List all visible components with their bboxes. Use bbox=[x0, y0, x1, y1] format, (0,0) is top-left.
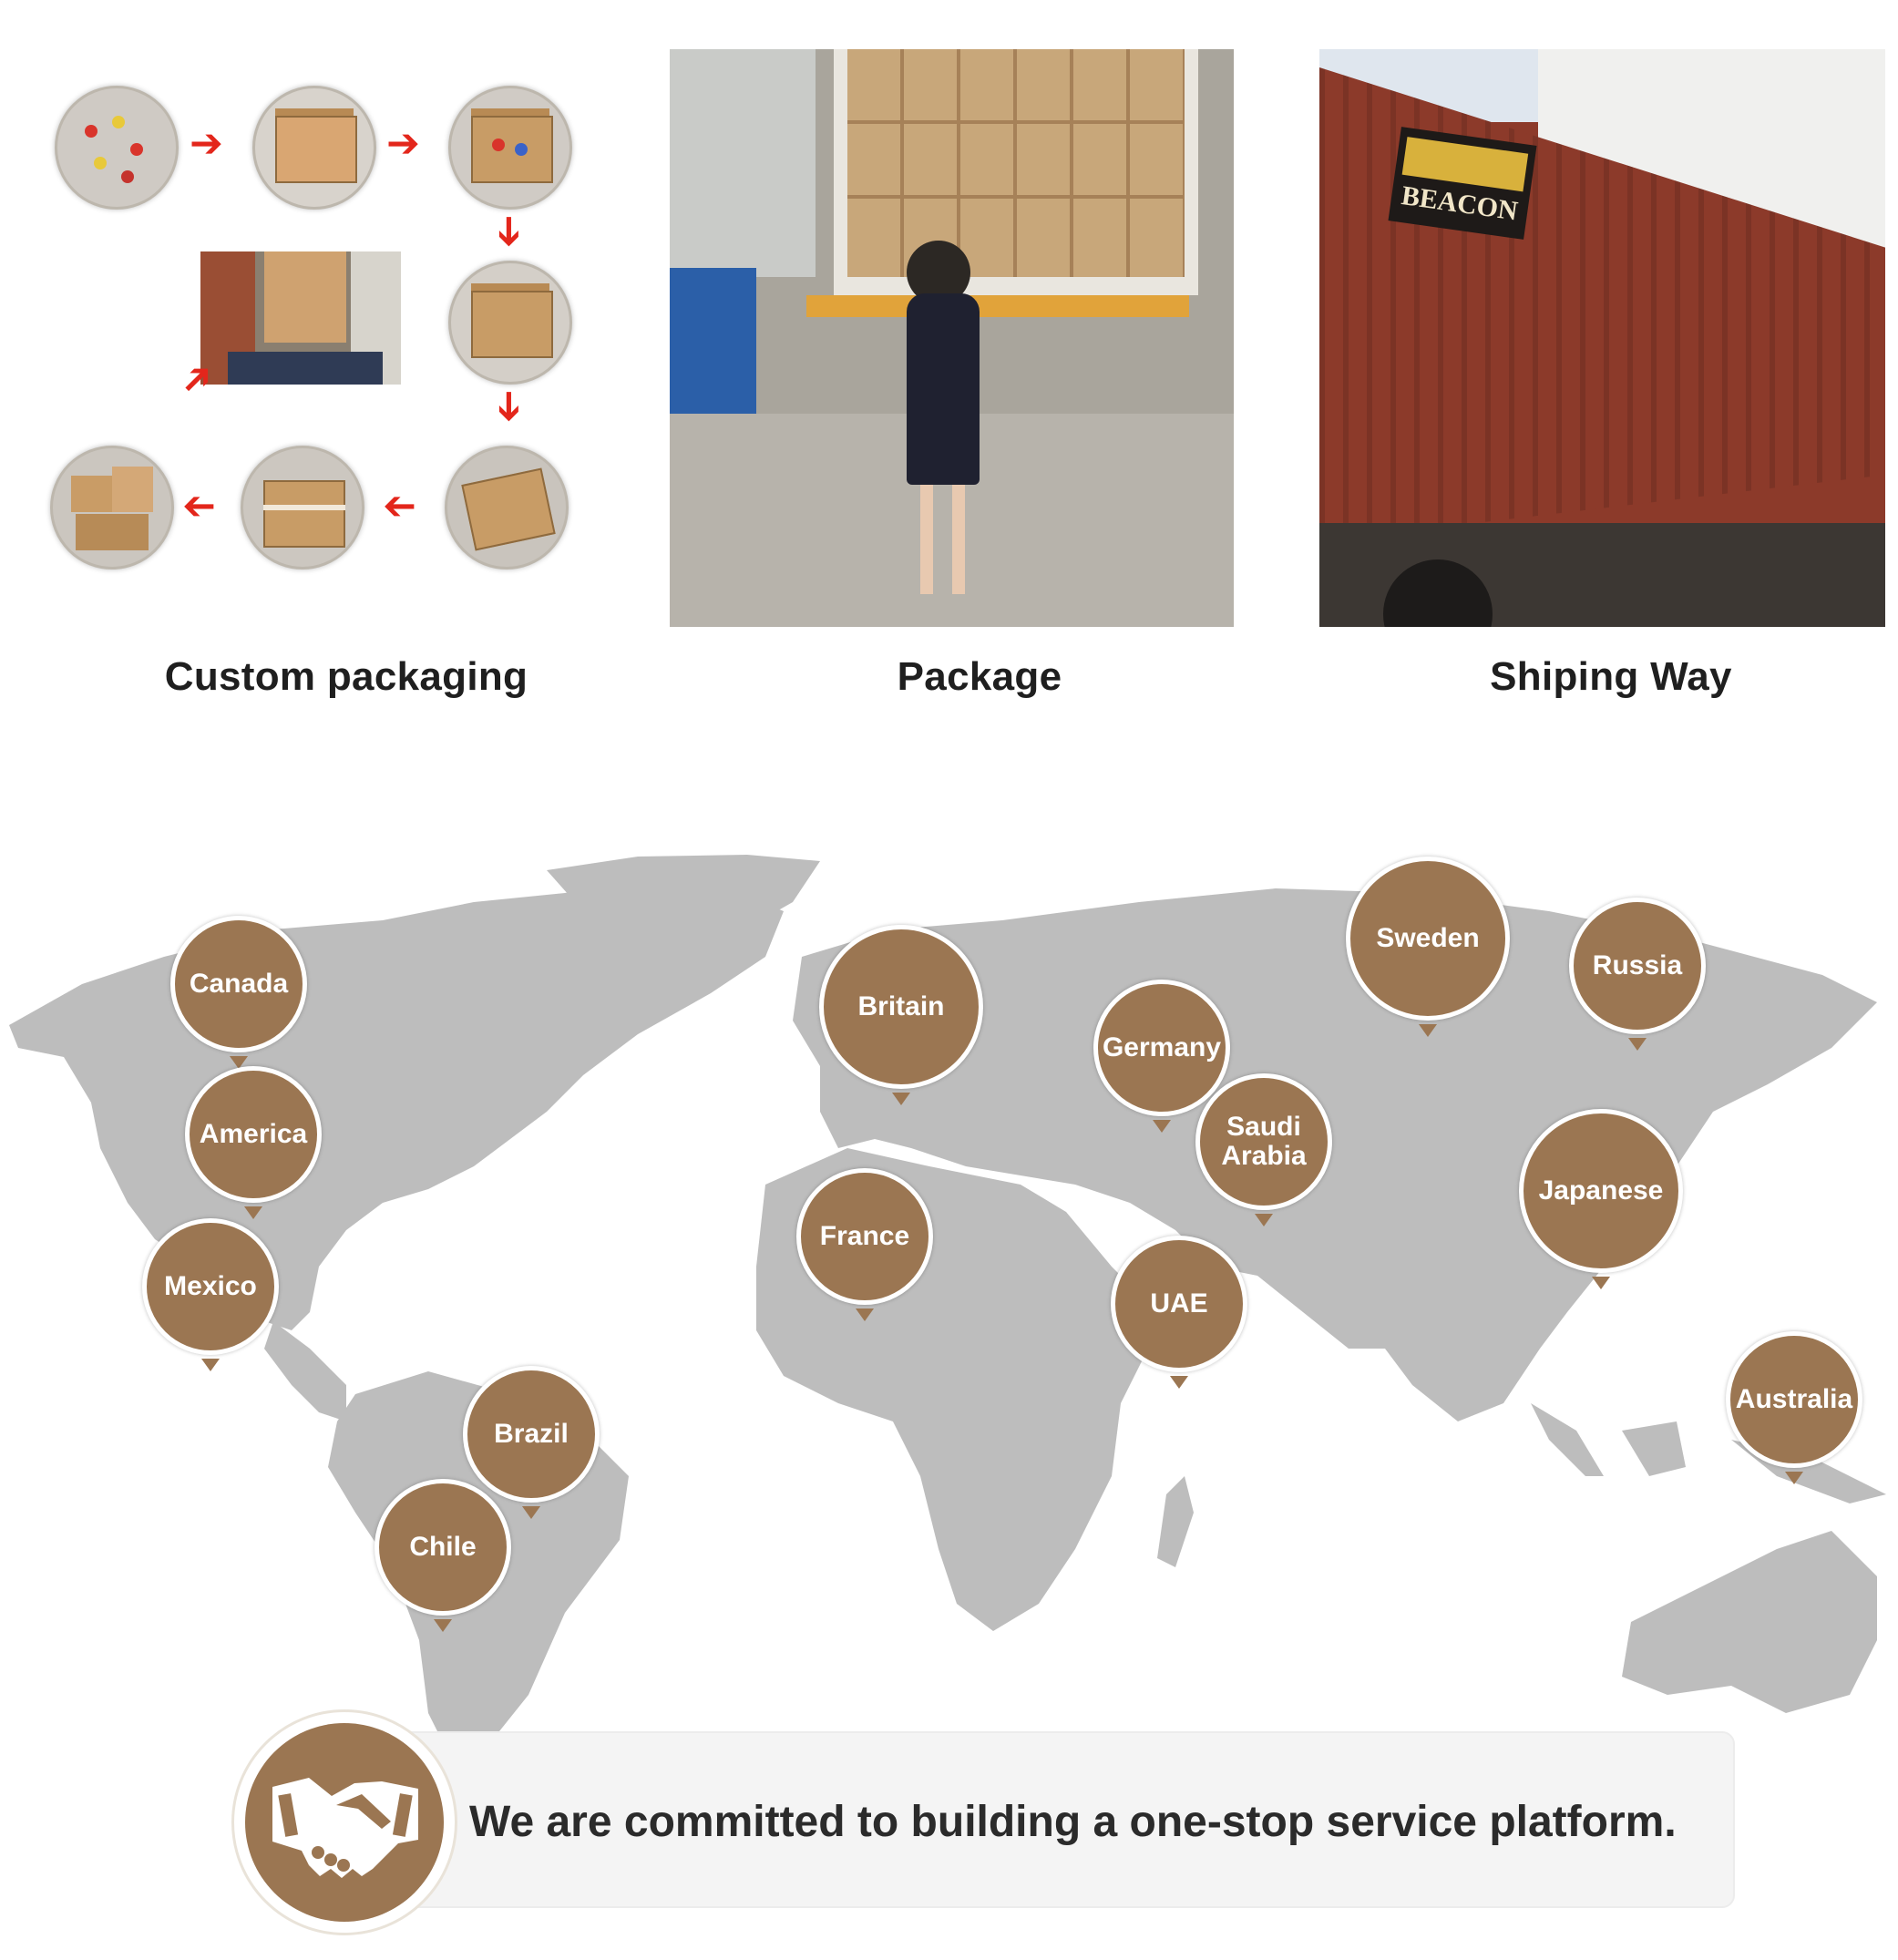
pin-label: France bbox=[796, 1168, 933, 1305]
madagascar-shape bbox=[1157, 1476, 1194, 1567]
pin-sweden: Sweden bbox=[1346, 857, 1510, 1037]
arrow-down-icon: ➔ bbox=[487, 214, 532, 249]
truck-loading-photo bbox=[200, 251, 401, 385]
pin-label: UAE bbox=[1111, 1236, 1247, 1372]
pin-label: Saudi Arabia bbox=[1195, 1073, 1332, 1210]
pin-label: Japanese bbox=[1519, 1109, 1683, 1273]
pin-america: America bbox=[185, 1066, 322, 1219]
arrow-left-icon: ➔ bbox=[182, 485, 216, 529]
arrow-right-icon: ➔ bbox=[386, 121, 420, 166]
pin-japanese: Japanese bbox=[1519, 1109, 1683, 1289]
pin-label: Canada bbox=[170, 916, 307, 1052]
pin-label: Germany bbox=[1093, 980, 1230, 1116]
process-step-taped-box bbox=[241, 446, 364, 570]
pin-australia: Australia bbox=[1726, 1331, 1862, 1484]
pin-britain: Britain bbox=[819, 925, 983, 1105]
pin-label: Britain bbox=[819, 925, 983, 1089]
process-step-stacked bbox=[50, 446, 174, 570]
pin-france: France bbox=[796, 1168, 933, 1321]
arrow-right-icon: ➔ bbox=[190, 121, 223, 166]
pin-label: Sweden bbox=[1346, 857, 1510, 1021]
handshake-badge bbox=[231, 1709, 457, 1935]
shipping-container-photo: BEACON bbox=[1319, 49, 1885, 627]
process-step-sealing bbox=[448, 261, 572, 385]
beacon-logo: BEACON bbox=[1388, 127, 1537, 240]
australia-shape bbox=[1622, 1531, 1877, 1713]
process-step-empty-box bbox=[252, 86, 376, 210]
pin-canada: Canada bbox=[170, 916, 307, 1069]
pin-label: Mexico bbox=[142, 1218, 279, 1355]
handshake-icon bbox=[272, 1778, 418, 1878]
pin-label: Russia bbox=[1569, 898, 1706, 1034]
package-photo bbox=[670, 49, 1234, 627]
process-step-candy bbox=[55, 86, 179, 210]
pin-label: Australia bbox=[1726, 1331, 1862, 1468]
pin-chile: Chile bbox=[374, 1479, 511, 1632]
pin-label: America bbox=[185, 1066, 322, 1203]
arrow-left-icon: ➔ bbox=[383, 485, 416, 529]
central-america-shape bbox=[264, 1321, 346, 1421]
pin-mexico: Mexico bbox=[142, 1218, 279, 1371]
pin-uae: UAE bbox=[1111, 1236, 1247, 1389]
caption-package: Package bbox=[897, 654, 1062, 699]
custom-packaging-image: ➔ ➔ ➔ ➔ ➔ ➔ ➔ bbox=[36, 49, 583, 627]
process-step-filled-box bbox=[448, 86, 572, 210]
process-step-labeled-box bbox=[445, 446, 569, 570]
world-map: Canada America Mexico Brazil Chile Brita… bbox=[0, 838, 1898, 1804]
pin-label: Brazil bbox=[463, 1366, 600, 1503]
caption-custom-packaging: Custom packaging bbox=[164, 654, 528, 699]
pin-label: Chile bbox=[374, 1479, 511, 1616]
greenland-shape bbox=[547, 855, 820, 998]
pin-brazil: Brazil bbox=[463, 1366, 600, 1519]
pin-russia: Russia bbox=[1569, 898, 1706, 1051]
pin-saudi-arabia: Saudi Arabia bbox=[1195, 1073, 1332, 1226]
banner-text: We are committed to building a one-stop … bbox=[469, 1798, 1677, 1846]
commitment-banner bbox=[383, 1731, 1735, 1908]
island-shape bbox=[1622, 1421, 1686, 1476]
island-shape bbox=[1531, 1403, 1604, 1476]
arrow-down-icon: ➔ bbox=[487, 389, 532, 424]
caption-shipping-way: Shiping Way bbox=[1490, 654, 1732, 699]
pin-germany: Germany bbox=[1093, 980, 1230, 1133]
